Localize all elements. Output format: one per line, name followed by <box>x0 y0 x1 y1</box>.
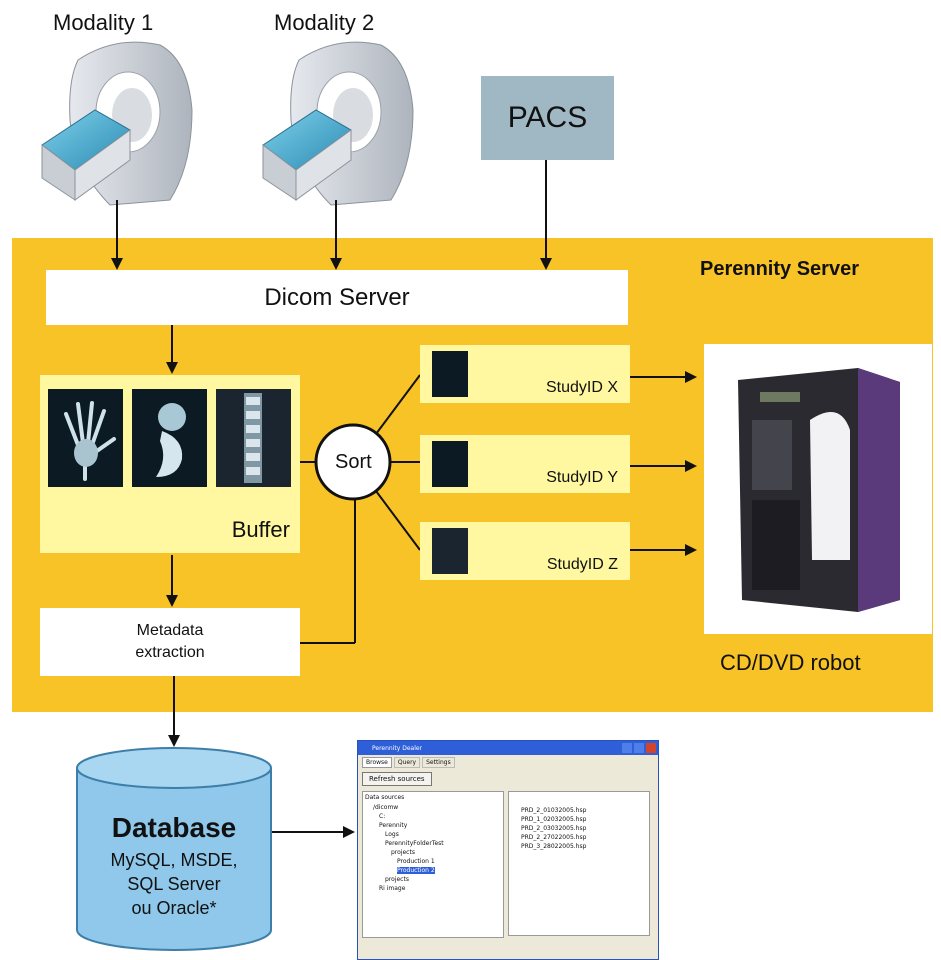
study-y-label: StudyID Y <box>546 469 618 486</box>
pacs-label: PACS <box>507 101 588 134</box>
tree-item[interactable]: projects <box>391 849 415 856</box>
study-x-box: StudyID X <box>420 345 630 403</box>
refresh-sources-button[interactable]: Refresh sources <box>362 772 432 786</box>
dicom-server-box: Dicom Server <box>46 270 628 325</box>
spine-xray-image <box>216 389 291 487</box>
tree-item[interactable]: Logs <box>385 831 399 838</box>
perennity-server-title: Perennity Server <box>700 258 859 280</box>
metadata-line-1: Metadata <box>136 622 204 639</box>
ct-scanner-icon <box>262 41 414 206</box>
file-item[interactable]: PRD_3_28022005.hsp <box>521 843 587 850</box>
window-tabs: Browse Query Settings <box>358 755 658 770</box>
file-item[interactable]: PRD_2_03032005.hsp <box>521 825 587 832</box>
file-item[interactable]: PRD_2_01032005.hsp <box>521 807 587 814</box>
database-line-1: MySQL, MSDE, <box>110 850 238 870</box>
study-y-box: StudyID Y <box>420 435 630 493</box>
spine-xray-thumbnail <box>432 528 468 574</box>
tab-query[interactable]: Query <box>393 757 421 768</box>
tree-item[interactable]: Perennity <box>379 822 408 829</box>
metadata-extraction-box: Metadata extraction <box>40 608 300 676</box>
tree-item[interactable]: C: <box>379 813 386 820</box>
perennity-dealer-window: Perennity Dealer Browse Query Settings R… <box>357 740 659 960</box>
close-icon[interactable] <box>646 743 656 753</box>
database-line-3: ou Oracle* <box>131 898 217 918</box>
buffer-label: Buffer <box>231 517 290 542</box>
modality-1-label: Modality 1 <box>53 10 154 35</box>
tree-item[interactable]: Production 1 <box>397 858 435 865</box>
data-sources-label: Data sources <box>365 794 405 801</box>
database-line-2: SQL Server <box>127 874 221 894</box>
sort-label: Sort <box>335 451 372 473</box>
minimize-icon[interactable] <box>622 743 632 753</box>
ct-scanner-icon <box>41 41 193 206</box>
study-z-label: StudyID Z <box>546 556 618 573</box>
tree-item-selected[interactable]: Production 2 <box>397 867 435 874</box>
study-z-box: StudyID Z <box>420 522 630 580</box>
metadata-line-2: extraction <box>135 644 205 661</box>
database-text: Database MySQL, MSDE, SQL Server ou Orac… <box>77 812 271 920</box>
file-item[interactable]: PRD_1_02032005.hsp <box>521 816 587 823</box>
tree-item[interactable]: projects <box>385 876 409 883</box>
source-tree: /dicomw C: Perennity Logs PerennityFolde… <box>363 803 503 893</box>
torso-xray-thumbnail <box>432 441 468 487</box>
file-item[interactable]: PRD_2_27022005.hsp <box>521 834 587 841</box>
robot-label: CD/DVD robot <box>720 650 861 675</box>
window-titlebar: Perennity Dealer <box>358 741 658 755</box>
tree-item[interactable]: PerennityFolderTest <box>385 840 444 847</box>
maximize-icon[interactable] <box>634 743 644 753</box>
study-x-label: StudyID X <box>545 379 618 396</box>
tree-item[interactable]: Ri image <box>379 885 406 892</box>
tab-browse[interactable]: Browse <box>362 757 392 768</box>
pacs-box: PACS <box>481 76 614 160</box>
hand-xray-thumbnail <box>432 351 468 397</box>
dicom-server-label: Dicom Server <box>264 283 410 311</box>
data-sources-panel: Data sources /dicomw C: Perennity Logs P… <box>362 791 504 938</box>
hand-xray-image <box>48 389 123 487</box>
tree-item[interactable]: /dicomw <box>373 804 399 811</box>
tab-settings[interactable]: Settings <box>422 757 455 768</box>
torso-xray-image <box>132 389 207 487</box>
file-list-panel: PRD_2_01032005.hsp PRD_1_02032005.hsp PR… <box>508 791 650 936</box>
modality-2-label: Modality 2 <box>274 10 375 35</box>
buffer-box: Buffer <box>40 375 300 553</box>
database-title: Database <box>111 812 237 843</box>
window-title: Perennity Dealer <box>372 744 423 752</box>
